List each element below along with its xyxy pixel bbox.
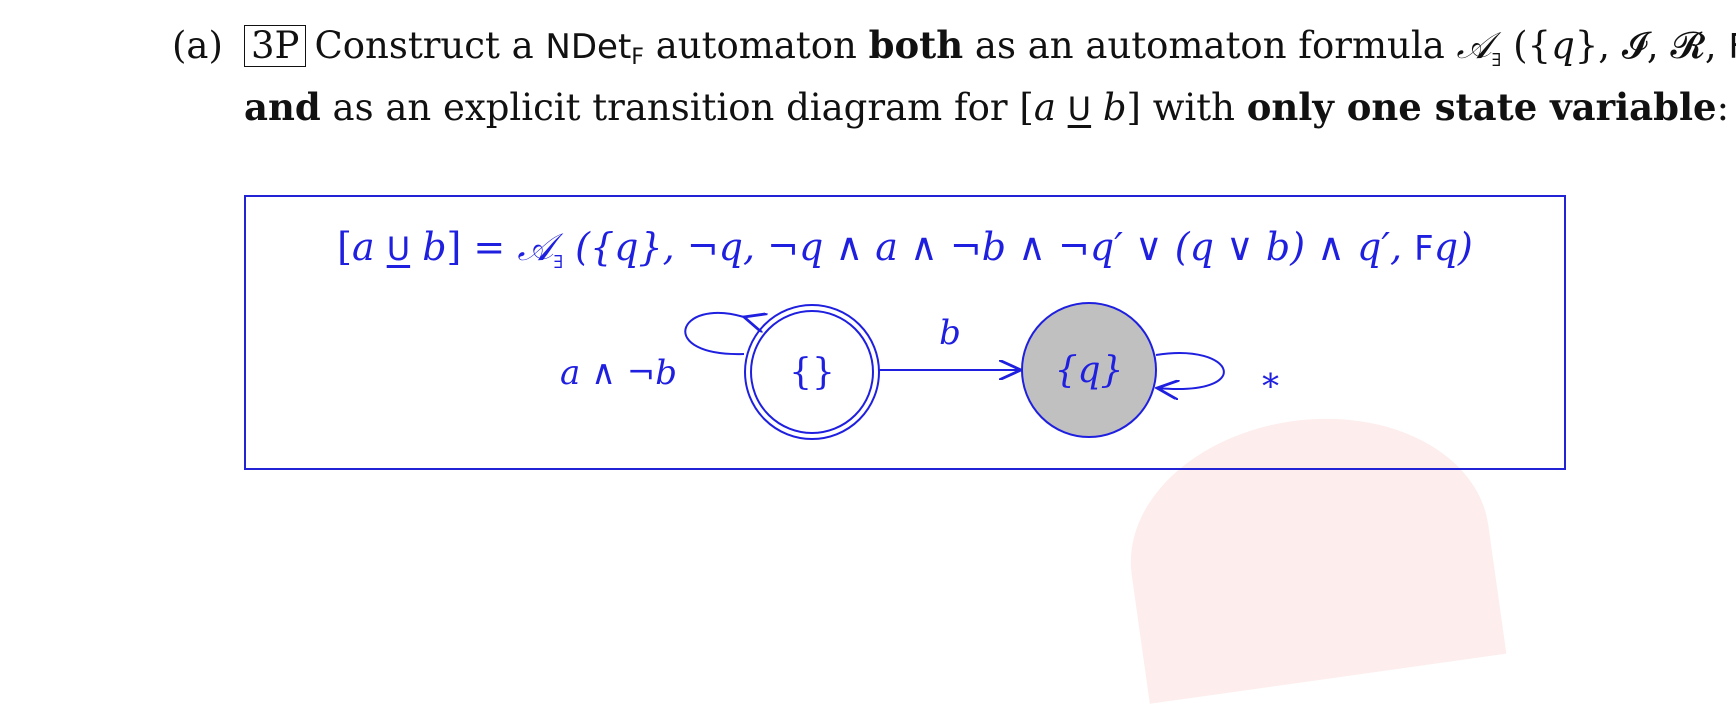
- initial-state-inner: [750, 310, 874, 434]
- transition-diagram: a ∧ ¬b {} b {q} ∗: [560, 302, 1282, 440]
- automaton-symbol: 𝒜∃: [1456, 24, 1502, 71]
- self-loop-accepting-label: ∗: [1259, 360, 1282, 400]
- initial-state-label: {}: [789, 352, 835, 393]
- problem-label: (a): [172, 24, 223, 67]
- text: automaton: [643, 24, 869, 67]
- emph-both: both: [868, 23, 964, 67]
- points-box: 3P: [244, 25, 307, 67]
- self-loop-initial-label: a ∧ ¬b: [560, 353, 677, 393]
- emph-and: and: [244, 85, 321, 129]
- self-loop-accepting: [1156, 352, 1225, 389]
- initial-state-outer: [744, 304, 880, 440]
- ndet-term: NDetF: [545, 27, 644, 70]
- text: Construct a: [314, 24, 546, 67]
- self-loop-initial: [684, 311, 744, 356]
- accepting-state: [1021, 302, 1157, 438]
- transition-label: b: [939, 313, 961, 353]
- emph-one-state-var: only one state variable: [1246, 85, 1717, 129]
- problem-line-2: and as an explicit transition diagram fo…: [244, 85, 1730, 129]
- answer-box: [a U b] = 𝒜∃ ({q}, ¬q, ¬q ∧ a ∧ ¬b ∧ ¬q′…: [244, 195, 1566, 470]
- accepting-state-label: {q}: [1055, 350, 1124, 391]
- text: as an automaton formula: [963, 24, 1457, 67]
- text: as an explicit transition diagram for [: [320, 86, 1034, 129]
- answer-formula: [a U b] = 𝒜∃ ({q}, ¬q, ¬q ∧ a ∧ ¬b ∧ ¬q′…: [337, 225, 1473, 273]
